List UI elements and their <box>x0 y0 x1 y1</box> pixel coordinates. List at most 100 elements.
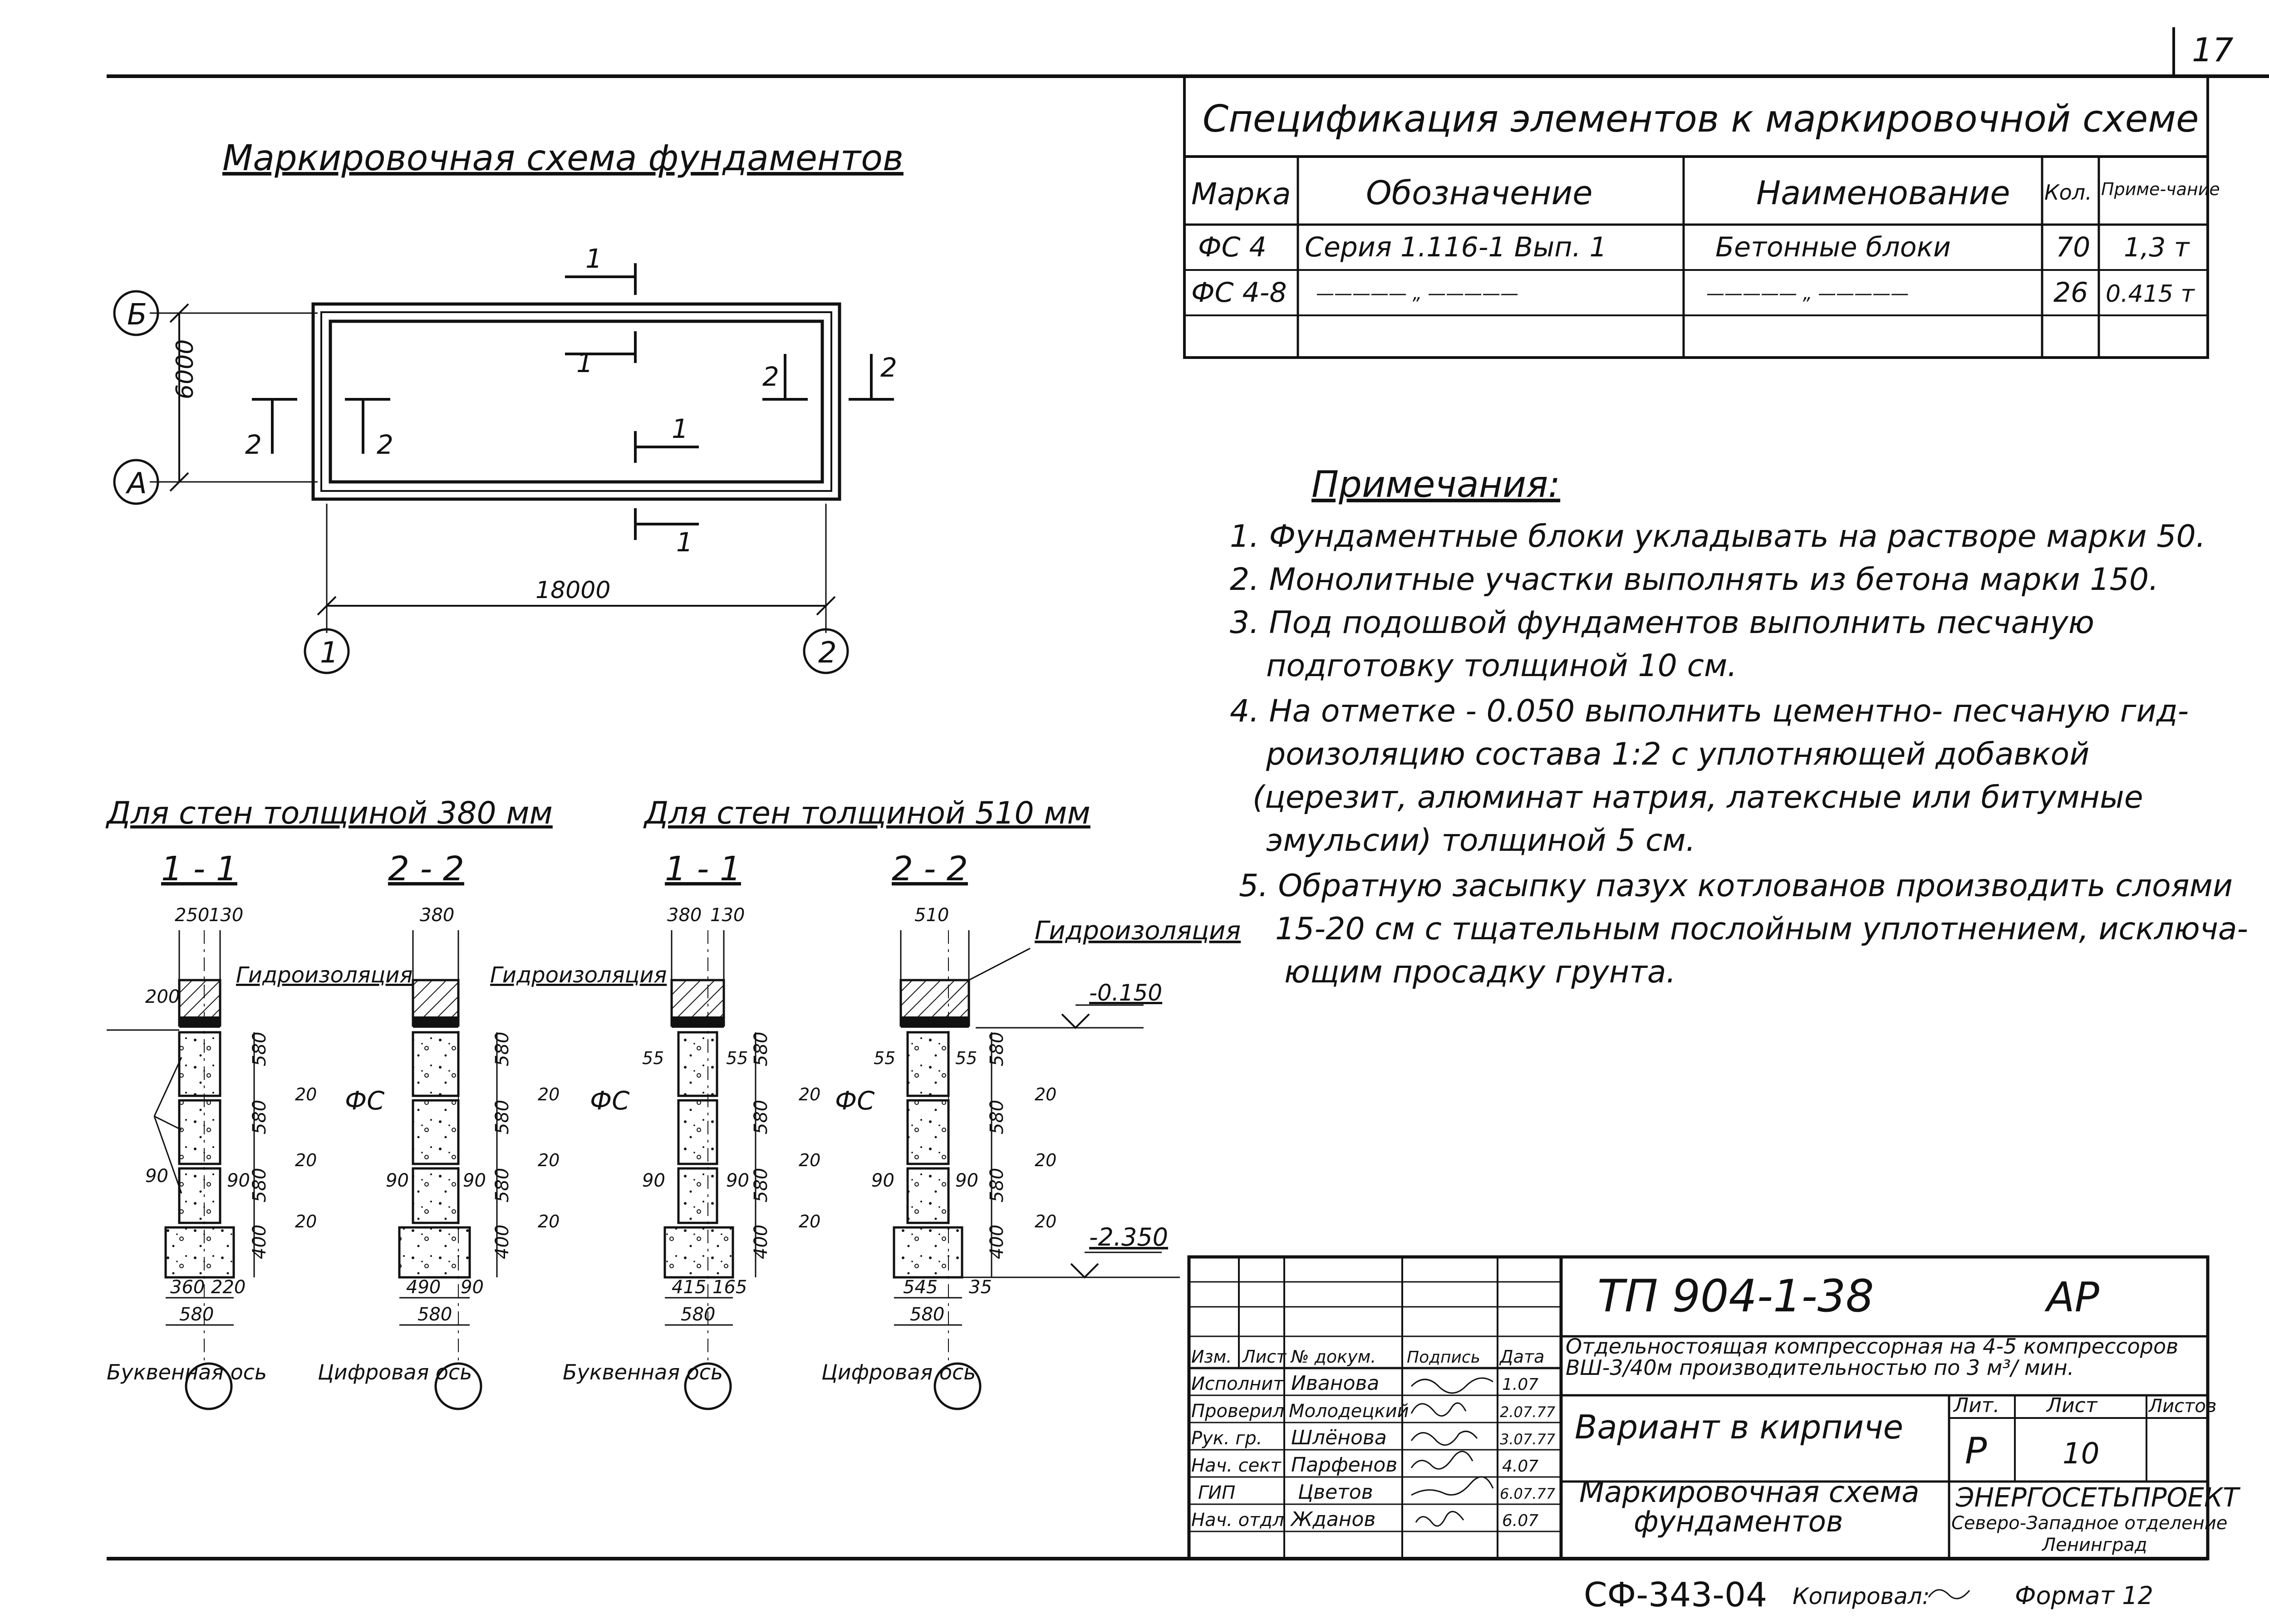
s2-b2: 90 <box>461 1277 484 1298</box>
org-3: Ленинград <box>2041 1535 2147 1555</box>
note-line-7: (церезит, алюминат натрия, латексные или… <box>1252 780 2143 815</box>
spec-row2-name: ————— „ ————— <box>1706 283 1909 304</box>
s1-h3: 580 <box>249 1168 270 1202</box>
col-label-doc: № докум. <box>1290 1347 1376 1367</box>
cut-22-title-a: 2 - 2 <box>388 849 464 888</box>
s1-b1: 360 <box>170 1277 205 1298</box>
cut-2-label-c: 2 <box>762 361 779 392</box>
staff-name-4: Парфенов <box>1291 1453 1397 1477</box>
axis-2-bubble <box>803 628 849 674</box>
axis-1-bubble <box>304 628 350 674</box>
title-block: Изм. Лист № докум. Подпись Дата Исполнит… <box>1187 1255 2241 1560</box>
cut-1-label-b: 1 <box>576 348 593 378</box>
col-label-date: Дата <box>1499 1347 1544 1367</box>
copied-signature <box>1928 1589 1970 1599</box>
note-line-8: эмульсии) толщиной 5 см. <box>1266 823 1695 859</box>
spec-header-mark: Марка <box>1191 177 1291 211</box>
staff-role-3: Рук. гр. <box>1191 1428 1262 1449</box>
staff-name-6: Жданов <box>1290 1508 1375 1531</box>
note-line-9: 5. Обратную засыпку пазух котлованов про… <box>1239 868 2233 904</box>
s4-j2: 20 <box>1035 1150 1056 1170</box>
cut-22-title-b: 2 - 2 <box>892 849 968 888</box>
cut-2-label-b: 2 <box>377 429 393 460</box>
s3-b2: 165 <box>712 1277 747 1298</box>
section-4: 510 55 55 90 90 545 35 580 580 580 580 4… <box>821 905 1056 1410</box>
cut-1-label-a: 1 <box>585 243 602 274</box>
s1-b: 580 <box>179 1304 214 1325</box>
s2-off-l: 90 <box>386 1170 409 1191</box>
object-line-1: Отдельностоящая компрессорная на 4-5 ком… <box>1566 1334 2178 1359</box>
cut-marker-1-top <box>565 263 637 363</box>
s1-h4: 400 <box>249 1225 270 1259</box>
cut-marker-2-left <box>252 398 390 454</box>
s4-h2: 580 <box>987 1100 1007 1134</box>
sheet-title-1: Маркировочная схема <box>1579 1476 1920 1509</box>
spec-row1-designation: Серия 1.116-1 Вып. 1 <box>1305 231 1607 263</box>
foundation-sections: Для стен толщиной 380 мм Для стен толщин… <box>105 795 1241 1410</box>
s4-h4: 400 <box>987 1225 1007 1259</box>
staff-date-4: 4.07 <box>1502 1457 1538 1476</box>
s2-b: 580 <box>417 1304 452 1325</box>
spec-row1-note: 1,3 т <box>2124 232 2190 263</box>
mark-top: -0.150 <box>1089 980 1162 1006</box>
s2-w: 380 <box>420 905 454 926</box>
s1-off-r: 90 <box>227 1170 250 1191</box>
cut-1-label-c: 1 <box>672 413 688 444</box>
s1-j1: 20 <box>295 1084 317 1104</box>
s4-off-l: 90 <box>871 1170 894 1191</box>
waterproofing-label-2: Гидроизоляция <box>490 962 667 988</box>
s3-w2: 130 <box>710 905 745 926</box>
group1-title: Для стен толщиной 380 мм <box>105 795 553 831</box>
spec-header-designation: Обозначение <box>1366 174 1593 212</box>
staff-name-1: Иванова <box>1291 1372 1379 1395</box>
staff-name-5: Цветов <box>1298 1481 1373 1504</box>
axis-1-label: 1 <box>320 636 339 670</box>
section-3: 380 130 55 55 90 90 415 165 580 580 580 … <box>563 905 820 1410</box>
specification-table: Спецификация элементов к маркировочной с… <box>1183 75 2220 359</box>
note-line-11: ющим просадку грунта. <box>1284 954 1676 990</box>
s1-j3: 20 <box>295 1212 317 1231</box>
spec-row2-note: 0.415 т <box>2106 280 2195 308</box>
s3-b1: 415 <box>672 1277 706 1298</box>
s4-h3: 580 <box>987 1168 1007 1202</box>
s2-h2: 580 <box>492 1100 513 1134</box>
s1-w1: 250 <box>175 905 209 926</box>
s1-b2: 220 <box>211 1277 246 1298</box>
s3-w1: 380 <box>667 905 702 926</box>
fs-label-2: ФС <box>590 1086 629 1116</box>
spec-header-qty: Кол. <box>2044 180 2092 205</box>
staff-date-5: 6.07.77 <box>1500 1485 1556 1502</box>
mark-bottom: -2.350 <box>1089 1223 1168 1251</box>
object-line-2: ВШ-3/40м производительностью по 3 м³/ ми… <box>1566 1355 2074 1380</box>
spec-row1-qty: 70 <box>2056 231 2090 263</box>
group2-title: Для стен толщиной 510 мм <box>643 795 1090 831</box>
note-line-2: 2. Монолитные участки выполнять из бетон… <box>1230 562 2159 598</box>
s2-h4: 400 <box>492 1225 513 1259</box>
s3-h1: 580 <box>751 1032 771 1066</box>
section-2: 380 90 90 490 90 580 580 580 580 400 20 … <box>318 905 560 1410</box>
s4-off-55-r: 55 <box>955 1048 977 1068</box>
s2-j1: 20 <box>538 1084 560 1104</box>
staff-role-2: Проверил <box>1191 1401 1284 1422</box>
s1-off-l: 90 <box>145 1166 168 1187</box>
staff-role-1: Исполнит <box>1191 1374 1284 1394</box>
s4-b1: 545 <box>903 1277 938 1298</box>
note-line-1: 1. Фундаментные блоки укладывать на раст… <box>1230 519 2205 554</box>
cut-11-title-a: 1 - 1 <box>161 849 237 888</box>
marking-scheme: Маркировочная схема фундаментов Б А 6000… <box>113 138 904 674</box>
cut-marker-1-bottom <box>634 431 699 540</box>
axis-b-label: Б <box>127 298 147 332</box>
lit-value: Р <box>1965 1430 1987 1472</box>
staff-date-6: 6.07 <box>1502 1511 1538 1530</box>
s4-b2: 35 <box>969 1277 992 1298</box>
s1-top: 200 <box>145 986 180 1007</box>
s3-off-r: 90 <box>726 1170 749 1191</box>
footer-format: Формат 12 <box>2015 1581 2153 1610</box>
staff-date-2: 2.07.77 <box>1500 1403 1556 1421</box>
staff-role-6: Нач. отдл <box>1191 1510 1284 1531</box>
s3-h4: 400 <box>751 1225 771 1259</box>
staff-role-4: Нач. сект <box>1191 1455 1282 1476</box>
variant: Вариант в кирпиче <box>1575 1408 1903 1446</box>
s1-j2: 20 <box>295 1150 317 1170</box>
